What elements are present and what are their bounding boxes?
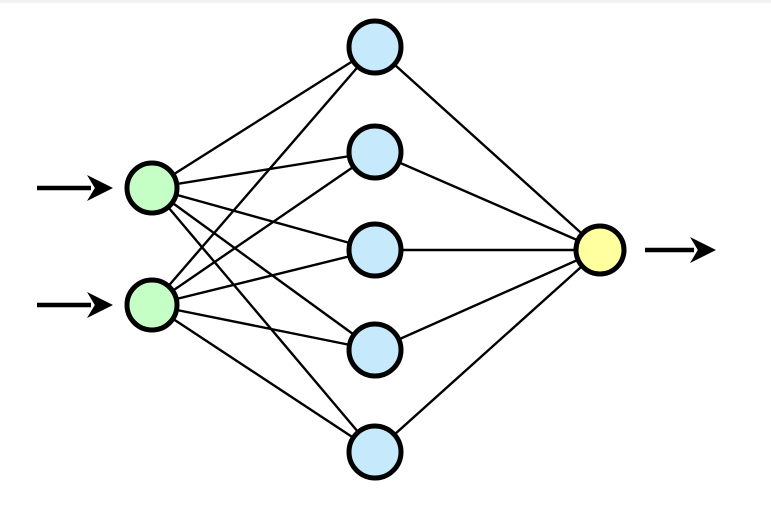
- edge-i1-to-h4: [151, 187, 376, 351]
- edge-h2-to-o1: [374, 150, 601, 252]
- edge-i2-to-h4: [151, 303, 376, 352]
- output-node-1[interactable]: [573, 223, 627, 277]
- input-node-1[interactable]: [124, 160, 180, 216]
- edge-h5-to-o1: [374, 249, 601, 453]
- hidden-node-2[interactable]: [346, 123, 404, 181]
- hidden-node-1[interactable]: [346, 18, 404, 76]
- hidden-node-4[interactable]: [346, 321, 404, 379]
- edge-i2-to-h5: [151, 303, 376, 454]
- edge-h1-to-o1: [374, 46, 601, 251]
- edge-h4-to-o1: [374, 248, 601, 352]
- edge-i2-to-h3: [151, 248, 376, 307]
- hidden-node-5[interactable]: [346, 423, 404, 481]
- edge-i2-to-h1: [151, 46, 376, 306]
- edge-i1-to-h2: [151, 150, 376, 190]
- edge-i1-to-h1: [151, 45, 376, 190]
- edge-i1-to-h5: [151, 187, 376, 453]
- input-arrow-1-head: [87, 175, 113, 201]
- top-edge-tint: [0, 0, 771, 3]
- output-arrow-1-head: [690, 237, 716, 263]
- nodes-group: [124, 18, 627, 481]
- io-arrows-group: [37, 175, 716, 318]
- edges-group: [151, 45, 601, 454]
- input-arrow-2-head: [87, 292, 113, 318]
- input-node-2[interactable]: [124, 277, 180, 333]
- edge-i2-to-h2: [151, 151, 376, 306]
- hidden-node-3[interactable]: [346, 221, 404, 279]
- edge-i1-to-h3: [151, 186, 376, 252]
